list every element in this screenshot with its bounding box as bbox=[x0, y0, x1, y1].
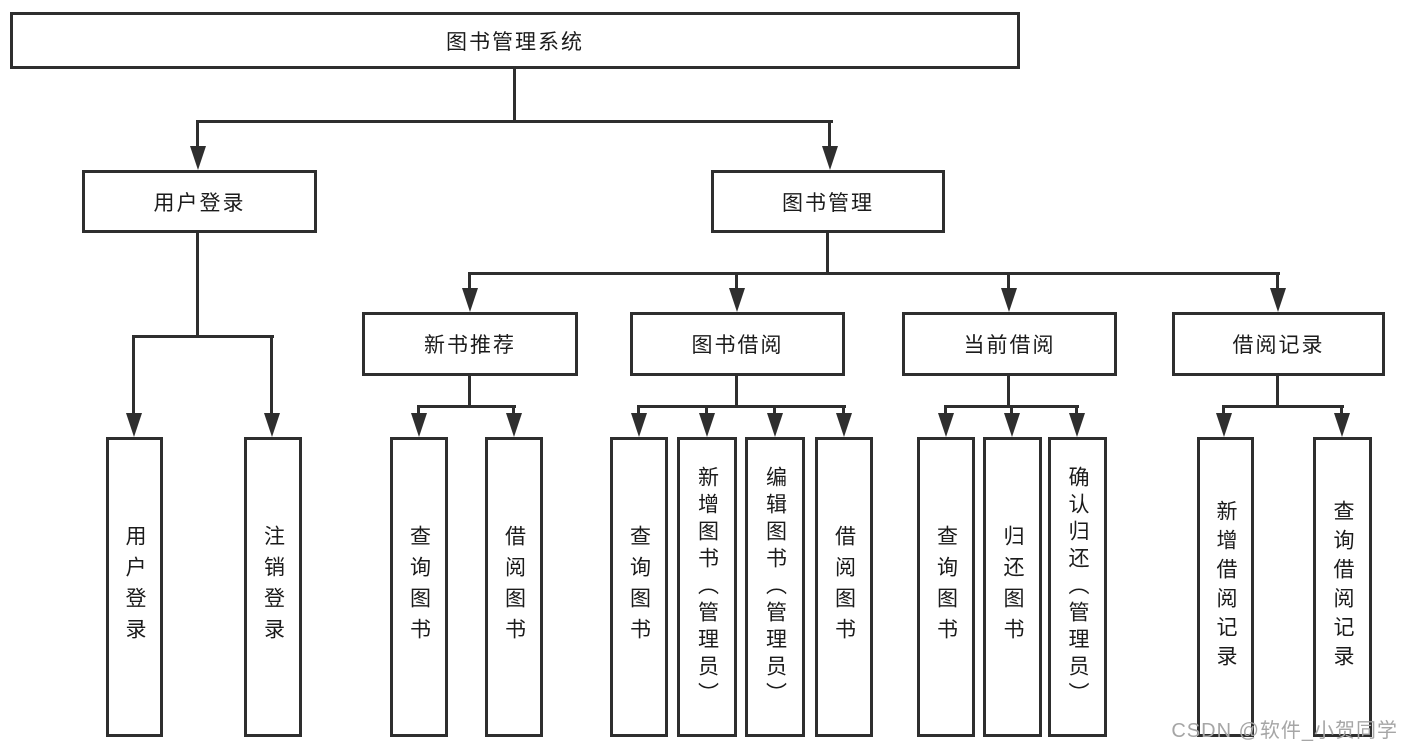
node-borrow-records: 借阅记录 bbox=[1172, 312, 1385, 376]
leaf-return-book: 归还图书 bbox=[983, 437, 1042, 737]
connector-borrow-drop bbox=[735, 374, 738, 408]
node-borrow-records-label: 借阅记录 bbox=[1232, 334, 1325, 357]
arrow-down-icon bbox=[462, 288, 478, 312]
node-user-login-label: 用户登录 bbox=[153, 191, 246, 215]
connector-borrow-branch bbox=[637, 405, 846, 408]
connector-arrow-shaft bbox=[270, 335, 273, 415]
leaf-confirm-return-admin-label: 确认归还（管理员） bbox=[1066, 465, 1089, 709]
leaf-add-book-admin: 新增图书（管理员） bbox=[677, 437, 737, 737]
connector-arrow-shaft bbox=[773, 405, 776, 415]
connector-recommend-drop bbox=[468, 374, 471, 408]
leaf-borrow-book-1-label: 借阅图书 bbox=[502, 525, 526, 649]
arrow-down-icon bbox=[1004, 413, 1020, 437]
connector-root-branch bbox=[196, 120, 833, 123]
arrow-down-icon bbox=[264, 413, 280, 437]
arrow-down-icon bbox=[767, 413, 783, 437]
connector-arrow-shaft bbox=[637, 405, 640, 415]
connector-mgmt-drop bbox=[826, 231, 829, 275]
leaf-user-login-label: 用户登录 bbox=[123, 525, 146, 649]
connector-arrow-shaft bbox=[1222, 405, 1225, 415]
leaf-search-book-3-label: 查询图书 bbox=[934, 525, 958, 649]
leaf-borrow-book-1: 借阅图书 bbox=[485, 437, 543, 737]
arrow-down-icon bbox=[126, 413, 142, 437]
connector-current-drop bbox=[1007, 374, 1010, 408]
leaf-logout-label: 注销登录 bbox=[261, 525, 285, 649]
watermark: CSDN @软件_小贺同学 bbox=[1171, 720, 1398, 742]
arrow-down-icon bbox=[1069, 413, 1085, 437]
connector-records-branch bbox=[1222, 405, 1344, 408]
leaf-search-book-1-label: 查询图书 bbox=[407, 525, 431, 649]
node-current-borrow: 当前借阅 bbox=[902, 312, 1117, 376]
leaf-borrow-book-2-label: 借阅图书 bbox=[832, 525, 856, 649]
connector-recommend-branch bbox=[417, 405, 516, 408]
node-book-management-label: 图书管理 bbox=[782, 191, 874, 215]
connector-arrow-shaft bbox=[828, 120, 831, 148]
connector-arrow-shaft bbox=[1010, 405, 1013, 415]
arrow-down-icon bbox=[699, 413, 715, 437]
connector-login-drop bbox=[196, 231, 199, 337]
connector-arrow-shaft bbox=[1007, 272, 1010, 290]
node-current-borrow-label: 当前借阅 bbox=[963, 334, 1056, 357]
connector-arrow-shaft bbox=[705, 405, 708, 415]
node-book-management: 图书管理 bbox=[711, 170, 945, 233]
connector-arrow-shaft bbox=[1075, 405, 1078, 415]
connector-arrow-shaft bbox=[468, 272, 471, 290]
connector-arrow-shaft bbox=[512, 405, 515, 415]
connector-login-branch bbox=[132, 335, 274, 338]
node-new-book-recommend-label: 新书推荐 bbox=[424, 334, 516, 357]
arrow-down-icon bbox=[938, 413, 954, 437]
leaf-search-borrow-record: 查询借阅记录 bbox=[1313, 437, 1372, 737]
connector-records-drop bbox=[1276, 374, 1279, 408]
arrow-down-icon bbox=[1216, 413, 1232, 437]
leaf-search-book-2: 查询图书 bbox=[610, 437, 668, 737]
leaf-edit-book-admin: 编辑图书（管理员） bbox=[745, 437, 805, 737]
leaf-add-book-admin-label: 新增图书（管理员） bbox=[695, 465, 719, 709]
leaf-search-borrow-record-label: 查询借阅记录 bbox=[1331, 500, 1354, 674]
connector-arrow-shaft bbox=[196, 120, 199, 148]
connector-arrow-shaft bbox=[735, 272, 738, 290]
connector-arrow-shaft bbox=[944, 405, 947, 415]
leaf-confirm-return-admin: 确认归还（管理员） bbox=[1048, 437, 1107, 737]
leaf-borrow-book-2: 借阅图书 bbox=[815, 437, 873, 737]
connector-root-drop bbox=[513, 68, 516, 122]
node-book-borrow-label: 图书借阅 bbox=[691, 334, 784, 357]
connector-mgmt-branch bbox=[468, 272, 1280, 275]
node-root-label: 图书管理系统 bbox=[446, 30, 584, 54]
connector-arrow-shaft bbox=[842, 405, 845, 415]
arrow-down-icon bbox=[1334, 413, 1350, 437]
connector-arrow-shaft bbox=[417, 405, 420, 415]
arrow-down-icon bbox=[411, 413, 427, 437]
arrow-down-icon bbox=[190, 146, 206, 170]
arrow-down-icon bbox=[1001, 288, 1017, 312]
node-user-login: 用户登录 bbox=[82, 170, 317, 233]
leaf-search-book-1: 查询图书 bbox=[390, 437, 448, 737]
arrow-down-icon bbox=[506, 413, 522, 437]
connector-arrow-shaft bbox=[132, 335, 135, 415]
arrow-down-icon bbox=[631, 413, 647, 437]
leaf-search-book-3: 查询图书 bbox=[917, 437, 975, 737]
arrow-down-icon bbox=[1270, 288, 1286, 312]
leaf-user-login: 用户登录 bbox=[106, 437, 163, 737]
node-root: 图书管理系统 bbox=[10, 12, 1020, 69]
leaf-edit-book-admin-label: 编辑图书（管理员） bbox=[763, 465, 787, 709]
arrow-down-icon bbox=[729, 288, 745, 312]
leaf-add-borrow-record: 新增借阅记录 bbox=[1197, 437, 1254, 737]
leaf-add-borrow-record-label: 新增借阅记录 bbox=[1214, 500, 1237, 674]
leaf-logout: 注销登录 bbox=[244, 437, 302, 737]
arrow-down-icon bbox=[822, 146, 838, 170]
connector-arrow-shaft bbox=[1340, 405, 1343, 415]
connector-arrow-shaft bbox=[1276, 272, 1279, 290]
node-new-book-recommend: 新书推荐 bbox=[362, 312, 578, 376]
arrow-down-icon bbox=[836, 413, 852, 437]
leaf-return-book-label: 归还图书 bbox=[1001, 525, 1024, 649]
leaf-search-book-2-label: 查询图书 bbox=[627, 525, 651, 649]
node-book-borrow: 图书借阅 bbox=[630, 312, 845, 376]
